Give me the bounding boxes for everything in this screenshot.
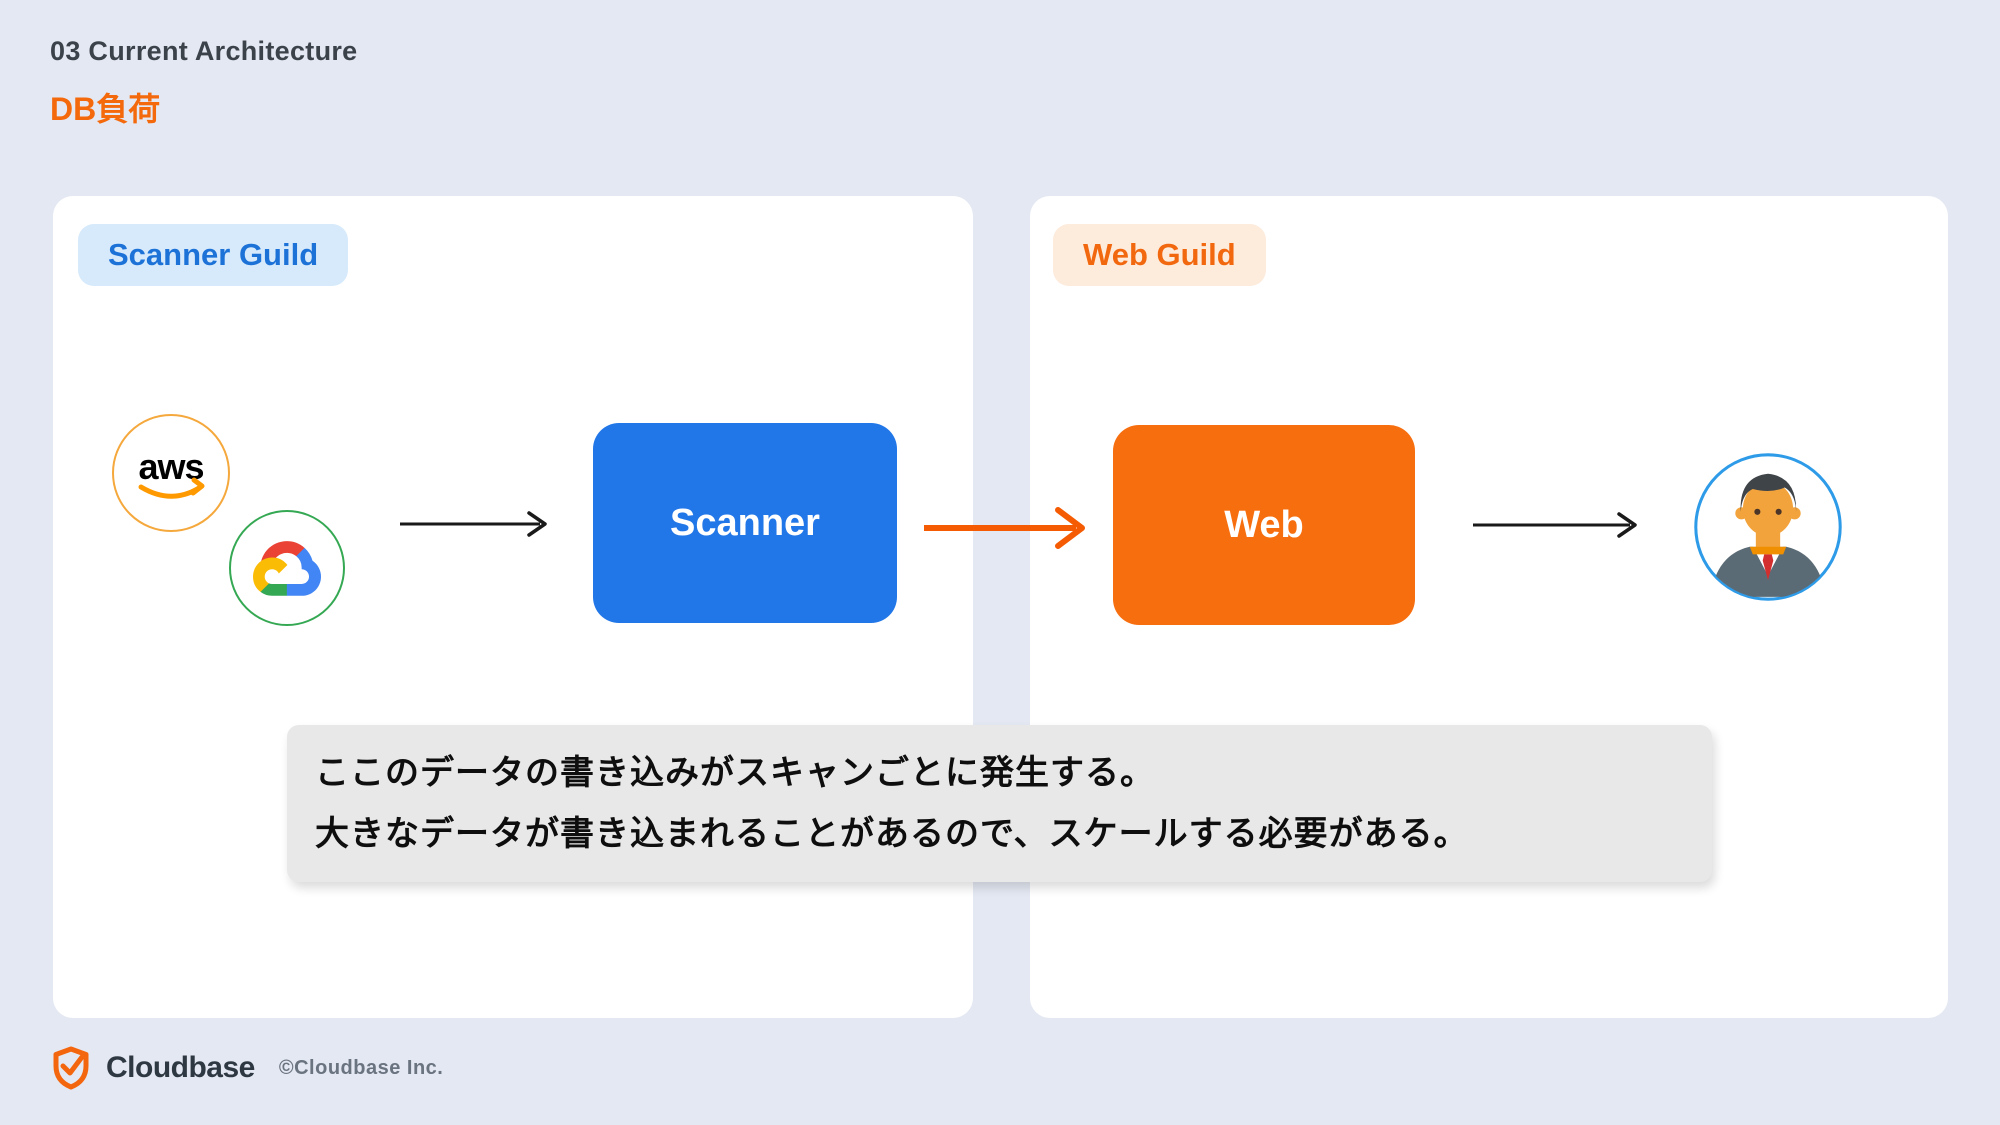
callout-line-1: ここのデータの書き込みがスキャンごとに発生する。 [315, 753, 1155, 792]
web-node: Web [1113, 425, 1415, 625]
aws-logo-graphic: aws [138, 446, 205, 499]
aws-smile-arrowhead [190, 477, 205, 496]
aws-icon: aws [112, 414, 230, 532]
copyright-text: ©Cloudbase Inc. [278, 1056, 444, 1079]
section-label: 03 Current Architecture [50, 36, 358, 66]
callout-line-2: 大きなデータが書き込まれることがあるので、スケールする必要がある。 [315, 814, 1469, 853]
arrow-scanner-to-web [924, 507, 1085, 549]
avatar-figure [1710, 473, 1826, 597]
page-title: DB負荷 [50, 91, 161, 127]
web-guild-badge: Web Guild [1053, 224, 1266, 286]
user-avatar-icon [1694, 453, 1842, 601]
google-cloud-graphic [253, 540, 321, 596]
arrow-web-to-user [1473, 512, 1637, 538]
scanner-node: Scanner [593, 423, 897, 623]
aws-smile-swoosh [138, 484, 202, 499]
callout-note: ここのデータの書き込みがスキャンごとに発生する。 大きなデータが書き込まれること… [287, 725, 1712, 882]
footer: Cloudbase ©Cloudbase Inc. [50, 1044, 443, 1092]
arrow-clouds-to-scanner [400, 511, 547, 537]
brand-name: Cloudbase [106, 1051, 255, 1084]
scanner-guild-badge: Scanner Guild [78, 224, 349, 286]
google-cloud-icon [229, 510, 345, 626]
cloudbase-shield-icon [53, 1046, 89, 1090]
